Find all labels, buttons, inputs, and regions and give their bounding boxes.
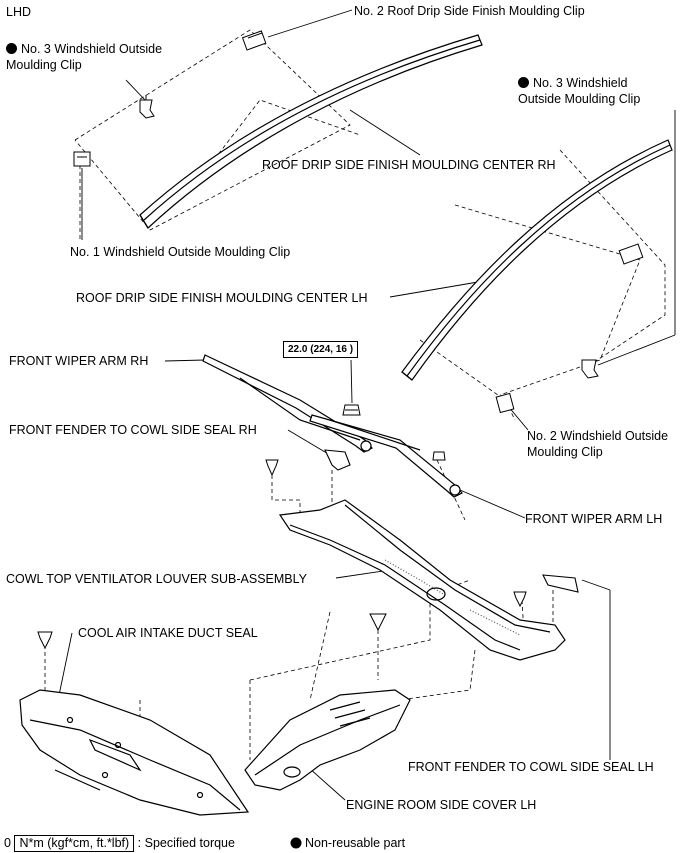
label-fender-seal-rh: FRONT FENDER TO COWL SIDE SEAL RH [9,423,257,437]
label-engine-cover-lh: ENGINE ROOM SIDE COVER LH [346,798,537,812]
ws-clip-2 [495,392,515,414]
non-reusable-icon [6,43,17,54]
label-fender-seal-lh: FRONT FENDER TO COWL SIDE SEAL LH [408,760,654,774]
label-ws-clip-3-right: No. 3 Windshield Outside Moulding Clip [518,76,641,106]
nut-lh [432,451,446,461]
roof-moulding-rh [139,34,483,229]
cool-air-intake-panel [19,689,250,816]
ws-clip-right [618,243,644,265]
ws-clip-3-right [581,359,599,379]
label-ws-clip-2: No. 2 Windshield Outside Moulding Clip [527,429,669,459]
label-cowl-louver: COWL TOP VENTILATOR LOUVER SUB-ASSEMBLY [6,572,308,586]
label-front-wiper-arm-lh: FRONT WIPER ARM LH [525,512,663,526]
ws-clip-1 [73,151,91,167]
front-wiper-arm-lh [309,414,463,498]
label-roof-clip-2: No. 2 Roof Drip Side Finish Moulding Cli… [354,4,585,18]
leader-lines [57,9,676,801]
legend-unit-box: N*m (kgf*cm, ft.*lbf) [14,835,135,852]
label-roof-center-rh: ROOF DRIP SIDE FINISH MOULDING CENTER RH [262,158,556,172]
label-roof-center-lh: ROOF DRIP SIDE FINISH MOULDING CENTER LH [76,291,368,305]
engine-room-cover-lh [244,689,411,791]
non-reusable-icon [518,77,529,88]
label-ws-clip-1: No. 1 Windshield Outside Moulding Clip [70,245,291,259]
fender-seal-lh [542,574,579,593]
fender-seal-rh [324,449,351,471]
roof-moulding-lh [401,139,673,381]
nut-torque [342,404,361,416]
label-front-wiper-arm-rh: FRONT WIPER ARM RH [9,354,149,368]
clip-pins [37,459,527,650]
torque-spec-box: 22.0 (224, 16 ) [283,341,359,358]
roof-clip-2 [241,30,267,51]
label-cool-air-seal: COOL AIR INTAKE DUCT SEAL [78,626,258,640]
ws-clip-3-left [139,95,155,119]
legend-non-reusable: Non-reusable part [305,836,406,850]
legend-torque: 0 N*m (kgf*cm, ft.*lbf) : Specified torq… [4,835,235,852]
label-ws-clip-3-left: No. 3 Windshield Outside Moulding Clip [6,42,163,72]
drive-type-label: LHD [6,5,32,19]
cowl-louver [278,499,566,661]
